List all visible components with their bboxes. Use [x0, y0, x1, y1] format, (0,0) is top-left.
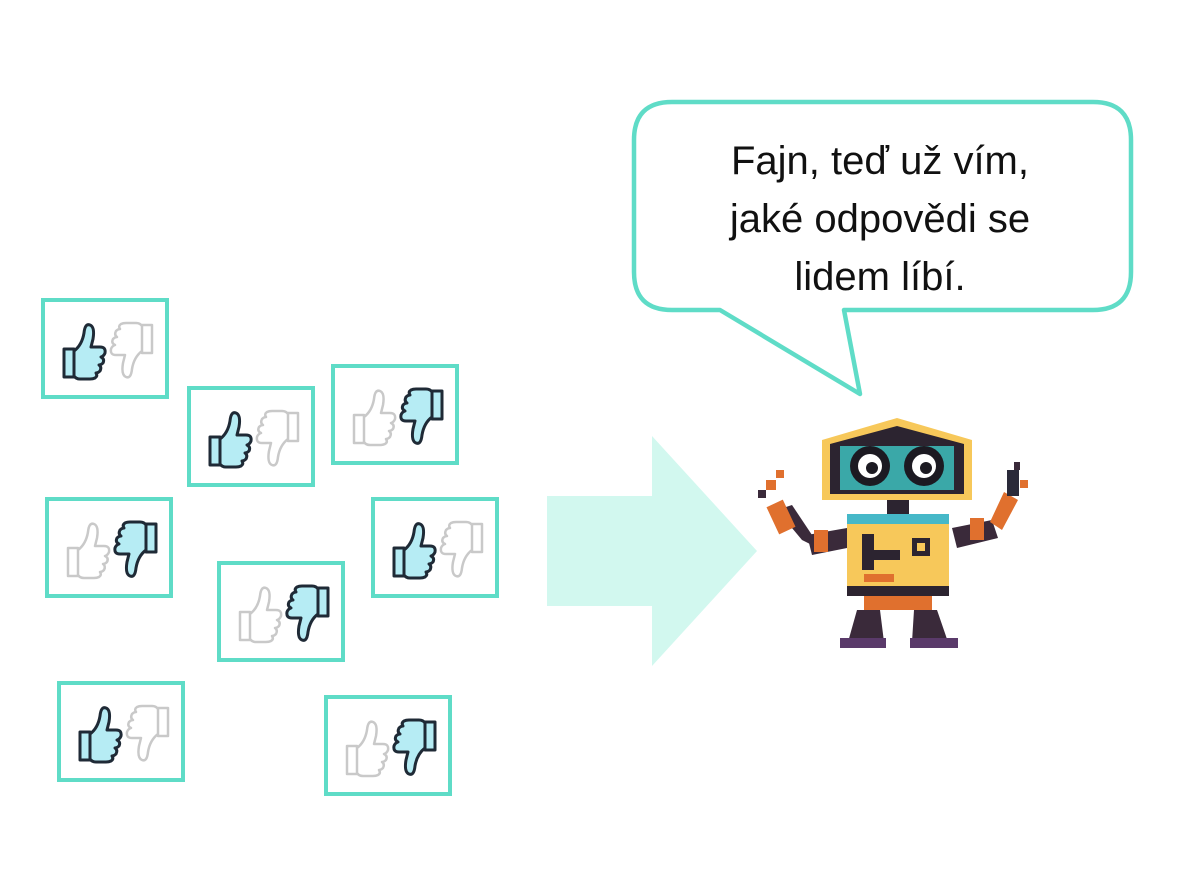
feedback-card [324, 695, 452, 796]
thumbs-down-icon [108, 319, 156, 383]
thumbs-up-icon [236, 582, 284, 646]
thumbs-down-icon [254, 407, 302, 471]
arrow-right-icon [547, 436, 757, 666]
thumbs-up-icon [390, 518, 438, 582]
feedback-card [41, 298, 169, 399]
thumbs-up-icon [350, 385, 398, 449]
feedback-card [217, 561, 345, 662]
speech-bubble-text: Fajn, teď už vím, jaké odpovědi se lidem… [665, 132, 1095, 306]
thumbs-up-icon [206, 407, 254, 471]
robot-illustration [758, 418, 1028, 648]
thumbs-down-icon [391, 716, 439, 780]
thumbs-down-icon [284, 582, 332, 646]
thumbs-up-icon [60, 319, 108, 383]
thumbs-up-icon [64, 518, 112, 582]
thumbs-up-icon [343, 716, 391, 780]
feedback-card [57, 681, 185, 782]
speech-bubble [631, 99, 1134, 397]
speech-line-1: Fajn, teď už vím, [730, 139, 1029, 183]
speech-line-3: lidem líbí. [794, 255, 966, 299]
feedback-card [45, 497, 173, 598]
speech-bubble-outline [631, 99, 1134, 397]
thumbs-down-icon [124, 702, 172, 766]
thumbs-down-icon [112, 518, 160, 582]
thumbs-up-icon [76, 702, 124, 766]
speech-line-2: jaké odpovědi se [729, 197, 1031, 241]
arrow-shape [547, 436, 757, 666]
feedback-card [187, 386, 315, 487]
feedback-card [371, 497, 499, 598]
thumbs-down-icon [398, 385, 446, 449]
feedback-card [331, 364, 459, 465]
thumbs-down-icon [438, 518, 486, 582]
